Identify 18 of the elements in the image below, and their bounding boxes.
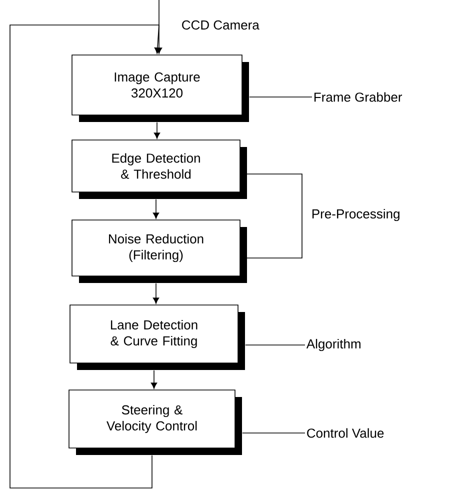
arrow [154,122,160,139]
side-label: Frame Grabber [314,92,402,102]
process-box: Noise Reduction (Filtering) [72,220,247,283]
feedback-arrow [10,24,161,488]
arrow [150,370,158,389]
text-label: CCD Camera [182,20,260,30]
leader-line [245,344,306,346]
process-box: Steering & Velocity Control [68,390,242,455]
side-label: Control Value [307,428,384,438]
process-box: Lane Detection & Curve Fitting [70,304,245,370]
side-label: Algorithm [306,338,360,352]
process-box: Image Capture 320X120 [72,54,249,122]
text-label: Pre-Processing [312,208,400,222]
arrow [152,199,160,219]
leader-line [249,96,312,98]
leader-line [242,432,306,434]
arrow [152,283,160,304]
process-box: Edge Detection & Threshold [72,140,247,199]
